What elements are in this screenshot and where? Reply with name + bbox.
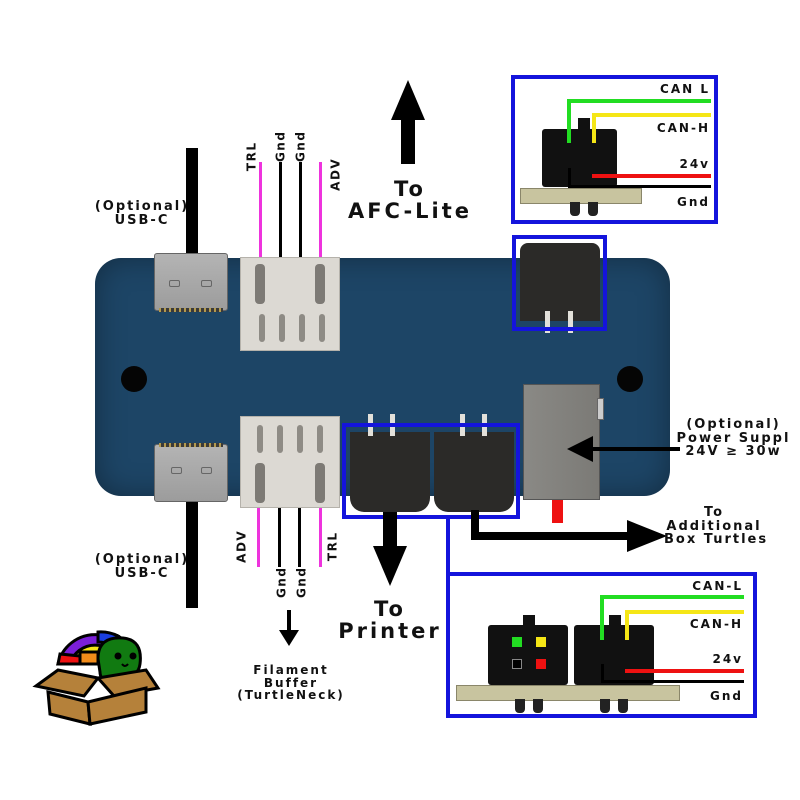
inset-bottom-female-latch — [523, 615, 535, 627]
can-bottom-wire-24v — [625, 669, 744, 673]
wire-gnd1-bottom — [278, 505, 281, 567]
pin-label-bottom-3: TRL — [325, 531, 340, 562]
power-jack-tab — [597, 398, 604, 420]
usb-cable-bottom — [186, 500, 198, 608]
inset-top-leg2 — [588, 202, 598, 216]
can-bottom-wire-l-h — [600, 595, 744, 599]
wire-trl-bottom — [319, 505, 322, 567]
can-top-label-24v: 24v — [679, 157, 710, 171]
inset-bottom-male-latch — [609, 615, 621, 627]
power-red-lead — [552, 497, 563, 523]
mounting-hole-right — [617, 366, 643, 392]
can-top-wire-l-h — [567, 99, 711, 103]
pin-label-top-1: Gnd — [273, 130, 288, 163]
arrow-down-printer — [373, 546, 407, 586]
can-bottom-wire-h-v — [625, 610, 629, 640]
can-bottom-label-gnd: Gnd — [710, 689, 743, 703]
can-top-label-h: CAN-H — [656, 121, 710, 135]
usb-cable-top — [186, 148, 198, 263]
inset-bottom-pcb — [456, 685, 680, 701]
can-bottom-label-24v: 24v — [712, 652, 743, 666]
inset-top-leg1 — [570, 202, 580, 216]
jst-header-bottom[interactable] — [240, 416, 340, 508]
arrow-left-power — [567, 436, 593, 462]
wire-adv-top — [319, 162, 322, 260]
inset-bottom-leg4 — [618, 699, 628, 713]
female-pin-gnd — [512, 659, 522, 669]
inset-bottom-leg2 — [533, 699, 543, 713]
can-top-label-gnd: Gnd — [677, 195, 710, 209]
pin-label-top-2: Gnd — [293, 130, 308, 163]
can-top-wire-24v — [592, 174, 711, 178]
can-bottom-wire-gnd-h — [601, 680, 744, 683]
can-bottom-label-l: CAN-L — [692, 579, 743, 593]
label-printer: To Printer — [338, 597, 442, 644]
can-bottom-wire-h-h — [625, 610, 744, 614]
female-pin-can-h — [536, 637, 546, 647]
can-top-label-l: CAN L — [660, 82, 710, 96]
inset-bottom-male-connector — [574, 625, 654, 685]
wire-gnd2-top — [299, 162, 302, 260]
can-bottom-label-h: CAN-H — [689, 617, 743, 631]
jst-header-top[interactable] — [240, 257, 340, 351]
label-usb-bottom: (Optional) USB-C — [94, 552, 190, 581]
label-usb-top: (Optional) USB-C — [94, 199, 190, 228]
pin-label-top-0: TRL — [244, 141, 259, 172]
wire-adv-bottom — [257, 505, 260, 567]
can-bottom-wire-l-v — [600, 595, 604, 640]
inset-connector-line — [446, 517, 450, 575]
can-top-wire-gnd-v — [568, 168, 571, 187]
molex-connector-afc[interactable] — [520, 243, 600, 333]
can-top-wire-l-v — [567, 99, 571, 143]
can-top-wire-gnd-h — [568, 185, 711, 188]
pin-label-top-3: ADV — [328, 157, 343, 191]
highlight-box-afc — [512, 235, 607, 331]
pin-label-bottom-2: Gnd — [294, 566, 309, 599]
arrow-power-shaft — [590, 447, 680, 451]
box-turtle-logo — [32, 630, 161, 726]
arrow-right-additional — [627, 520, 667, 552]
arrow-buffer-shaft — [287, 610, 291, 632]
can-bottom-wire-gnd-v — [601, 664, 604, 682]
label-filament-buffer: Filament Buffer (TurtleNeck) — [237, 663, 345, 703]
arrow-additional-vertical — [471, 510, 479, 540]
wire-gnd2-bottom — [298, 505, 301, 567]
label-additional-box-turtles: To Additional Box Turtles — [664, 505, 769, 548]
can-top-wire-h-h — [592, 113, 711, 117]
wire-gnd1-top — [279, 162, 282, 260]
inset-top-pcb — [520, 188, 642, 204]
label-afc-lite: To AFC-Lite — [347, 177, 473, 224]
inset-bottom-leg3 — [600, 699, 610, 713]
arrow-additional-shaft — [471, 532, 631, 540]
arrow-up-afc-shaft — [401, 118, 415, 164]
pin-label-bottom-1: Gnd — [274, 566, 289, 599]
can-top-wire-h-v — [592, 113, 596, 143]
inset-top-latch — [578, 118, 590, 130]
usb-c-port-top[interactable] — [154, 253, 228, 312]
inset-bottom-female-connector — [488, 625, 568, 685]
arrow-down-printer-shaft — [383, 512, 397, 548]
arrow-down-buffer — [279, 630, 299, 646]
usb-c-port-bottom[interactable] — [154, 443, 228, 502]
female-pin-can-l — [512, 637, 522, 647]
highlight-box-printer — [342, 423, 520, 519]
wire-trl-top — [259, 162, 262, 260]
arrow-up-afc — [391, 80, 425, 120]
mounting-hole-left — [121, 366, 147, 392]
label-power-supply: (Optional) Power Suppl 24V ≥ 30w — [676, 417, 791, 460]
inset-top-connector — [542, 129, 617, 187]
pin-label-bottom-0: ADV — [234, 529, 249, 563]
female-pin-24v — [536, 659, 546, 669]
inset-bottom-leg1 — [515, 699, 525, 713]
